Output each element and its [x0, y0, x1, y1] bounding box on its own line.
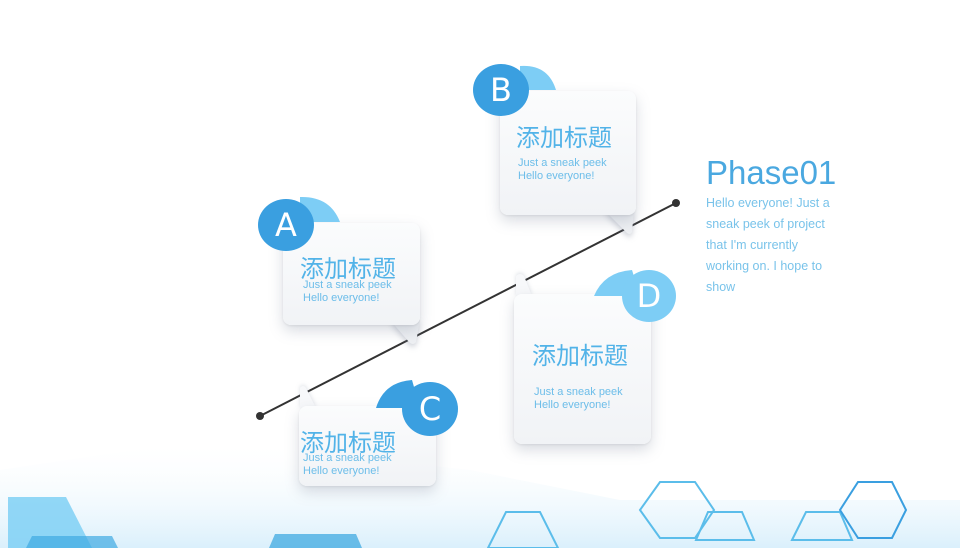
hexagon-outline [790, 511, 854, 541]
card-a-letter: A [275, 206, 297, 244]
card-d-title: 添加标题 [532, 342, 628, 370]
timeline-end-dot [672, 199, 680, 207]
card-b-letter-text: B [490, 71, 512, 109]
card-d-body [514, 294, 651, 444]
card-b-body [500, 91, 636, 215]
card-c-title: 添加标题 [300, 429, 396, 457]
card-b-title: 添加标题 [516, 124, 612, 152]
hexagon-outline [838, 481, 908, 539]
background-wash [0, 440, 960, 548]
card-a-sub1: Just a sneak peek [303, 279, 392, 291]
card-d-sub1: Just a sneak peek [534, 386, 623, 398]
card-d-sub2: Hello everyone! [534, 399, 611, 411]
hexagon-shape [269, 534, 362, 548]
hexagon-outline [486, 511, 560, 548]
card-c-letter: C [418, 390, 442, 428]
hexagon-outline [638, 481, 716, 539]
timeline-start-dot [256, 412, 264, 420]
card-c-sub1: Just a sneak peek [303, 452, 392, 464]
hexagon-shape [8, 497, 92, 548]
card-d-badge: D [622, 270, 676, 322]
phase-description: Hello everyone! Just a sneak peek of pro… [706, 196, 830, 294]
hexagon-outlines [486, 481, 908, 548]
card-b-sub1: Just a sneak peek [518, 157, 607, 169]
hexagon-shape [26, 536, 118, 548]
card-c-sub2: Hello everyone! [303, 465, 380, 477]
card-b-letter-wrap: B [473, 64, 529, 116]
card-a-title: 添加标题 [300, 255, 396, 283]
card-a-badge: A [258, 199, 314, 251]
card-a-sub2: Hello everyone! [303, 292, 380, 304]
hexagon-outline [694, 511, 756, 541]
phase-title: Phase01 [706, 154, 837, 191]
card-d-letter: D [636, 277, 662, 315]
timeline-line [259, 202, 677, 417]
card-b-badge-circle [473, 64, 529, 116]
card-b-sub2: Hello everyone! [518, 170, 595, 182]
card-c-badge: C [402, 382, 458, 436]
